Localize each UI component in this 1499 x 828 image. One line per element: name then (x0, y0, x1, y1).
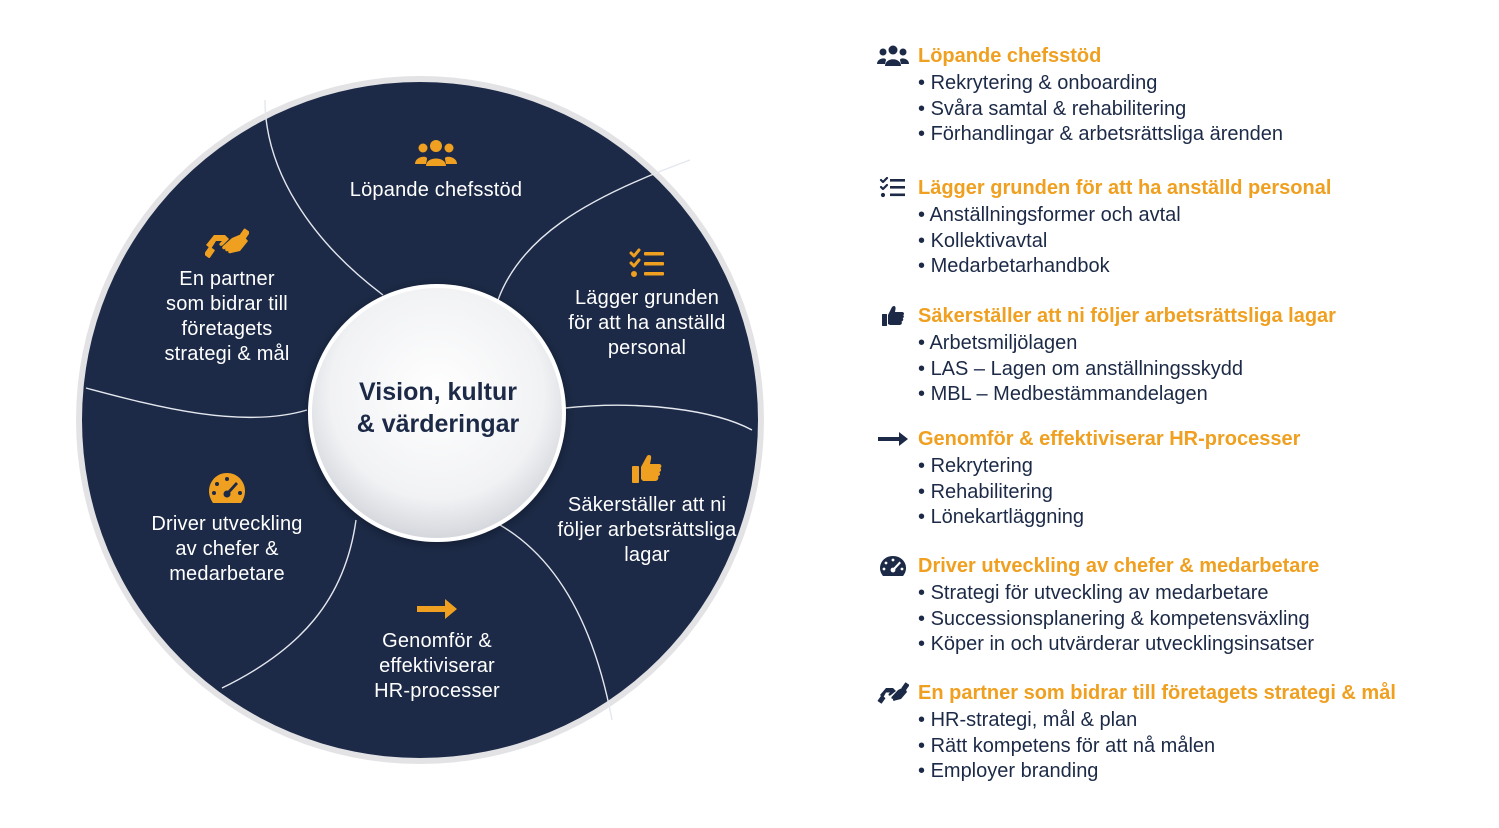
segment-label-line: Lägger grunden (574, 287, 720, 309)
list-heading: Lägger grunden för att ha anställd perso… (875, 175, 1495, 201)
list-item: Rätt kompetens för att nå målen (918, 734, 1495, 760)
list-item: Svåra samtal & rehabilitering (918, 97, 1495, 123)
list-item: Rehabilitering (918, 480, 1495, 506)
center-hub (308, 284, 566, 542)
list-item: Kollektivavtal (918, 229, 1495, 255)
list-items: Strategi för utveckling av medarbetare S… (918, 581, 1495, 658)
segment-en-partner: En partner som bidrar till företagets st… (122, 227, 332, 367)
people-group-icon (877, 45, 909, 66)
divider-line (564, 404, 753, 431)
list-section-en-partner: En partner som bidrar till företagets st… (875, 680, 1495, 785)
list-items: Rekrytering & onboarding Svåra samtal & … (918, 71, 1495, 148)
handshake-icon (877, 682, 909, 704)
checklist-icon (629, 248, 664, 277)
list-item: Arbetsmiljölagen (918, 331, 1495, 357)
list-heading: En partner som bidrar till företagets st… (875, 680, 1495, 706)
thumbs-up-icon (632, 455, 662, 483)
list-heading: Driver utveckling av chefer & medarbetar… (875, 553, 1495, 579)
list-item: Förhandlingar & arbetsrättsliga ärenden (918, 122, 1495, 148)
segment-label-line: lagar (624, 544, 670, 566)
center-title-line-1: Vision, kultur (359, 378, 517, 406)
list-heading: Löpande chefsstöd (875, 43, 1495, 69)
segment-label-line: följer arbetsrättsliga (557, 519, 737, 541)
segment-label-line: strategi & mål (164, 343, 290, 365)
list-section-sakerstaller: Säkerställer att ni följer arbetsrättsli… (875, 303, 1495, 408)
list-section-lagger-grunden: Lägger grunden för att ha anställd perso… (875, 175, 1495, 280)
list-section-lopande-chefsstod: Löpande chefsstöd Rekrytering & onboardi… (875, 43, 1495, 148)
list-item: LAS – Lagen om anställningsskydd (918, 357, 1495, 383)
segment-label-line: för att ha anställd (568, 312, 726, 334)
segment-label-line: som bidrar till (166, 293, 288, 315)
list-item: Medarbetarhandbok (918, 254, 1495, 280)
segment-label-line: Löpande chefsstöd (349, 179, 523, 201)
handshake-icon (205, 228, 249, 258)
segment-label-line: personal (607, 337, 687, 359)
list-item: Lönekartläggning (918, 505, 1495, 531)
list-heading-text: Lägger grunden för att ha anställd perso… (918, 177, 1332, 199)
list-item: Successionsplanering & kompetensväxling (918, 607, 1495, 633)
segment-label-line: av chefer & (175, 538, 279, 560)
segment-label-line: HR-processer (374, 680, 500, 702)
list-heading-text: Genomför & effektiviserar HR-processer (918, 428, 1301, 450)
segment-label-line: medarbetare (169, 563, 285, 585)
list-items: Anställningsformer och avtal Kollektivav… (918, 203, 1495, 280)
list-heading-text: En partner som bidrar till företagets st… (918, 682, 1396, 704)
list-section-genomfor: Genomför & effektiviserar HR-processer R… (875, 426, 1495, 531)
list-item: MBL – Medbestämmandelagen (918, 382, 1495, 408)
divider-line (497, 159, 691, 301)
divider-line (221, 519, 357, 689)
segment-dividers (85, 99, 753, 721)
list-item: Strategi för utveckling av medarbetare (918, 581, 1495, 607)
segment-label-line: Genomför & (382, 630, 492, 652)
list-items: Rekrytering Rehabilitering Lönekartläggn… (918, 454, 1495, 531)
center-title-line-2: & värderingar (356, 410, 520, 438)
segment-label-line: effektiviserar (379, 655, 495, 677)
segment-label-line: Säkerställer att ni (567, 494, 727, 516)
list-items: Arbetsmiljölagen LAS – Lagen om anställn… (918, 331, 1495, 408)
speedometer-icon (880, 556, 906, 576)
arrow-right-icon (878, 432, 908, 446)
arrow-right-icon (417, 599, 457, 619)
list-items: HR-strategi, mål & plan Rätt kompetens f… (918, 708, 1495, 785)
people-group-icon (415, 140, 457, 166)
list-item: Anställningsformer och avtal (918, 203, 1495, 229)
list-section-driver-utveckling: Driver utveckling av chefer & medarbetar… (875, 553, 1495, 658)
list-item: Köper in och utvärderar utvecklingsinsat… (918, 632, 1495, 658)
segment-genomfor: Genomför & effektiviserar HR-processer (332, 597, 542, 704)
divider-line (264, 99, 384, 296)
center-hub-label: Vision, kultur & värderingar (318, 376, 558, 440)
list-item: Employer branding (918, 759, 1495, 785)
segment-lagger-grunden: Lägger grunden för att ha anställd perso… (542, 248, 752, 361)
segment-sakerstaller: Säkerställer att ni följer arbetsrättsli… (542, 453, 752, 568)
segment-label-line: företagets (181, 318, 273, 340)
thumbs-up-icon (882, 305, 905, 326)
speedometer-icon (209, 473, 245, 503)
list-heading: Säkerställer att ni följer arbetsrättsli… (875, 303, 1495, 329)
segment-driver-utveckling: Driver utveckling av chefer & medarbetar… (122, 472, 332, 587)
wheel-diagram (76, 76, 764, 764)
list-heading-text: Driver utveckling av chefer & medarbetar… (918, 555, 1320, 577)
segment-label-line: Driver utveckling (151, 513, 303, 535)
segment-lopande-chefsstod: Löpande chefsstöd (331, 138, 541, 203)
divider-line (499, 524, 613, 721)
list-item: Rekrytering & onboarding (918, 71, 1495, 97)
list-heading: Genomför & effektiviserar HR-processer (875, 426, 1495, 452)
divider-line (85, 387, 308, 419)
list-heading-text: Säkerställer att ni följer arbetsrättsli… (918, 305, 1336, 327)
list-item: HR-strategi, mål & plan (918, 708, 1495, 734)
segment-label-line: En partner (179, 268, 275, 290)
list-item: Rekrytering (918, 454, 1495, 480)
list-heading-text: Löpande chefsstöd (918, 45, 1102, 67)
checklist-icon (879, 177, 905, 198)
